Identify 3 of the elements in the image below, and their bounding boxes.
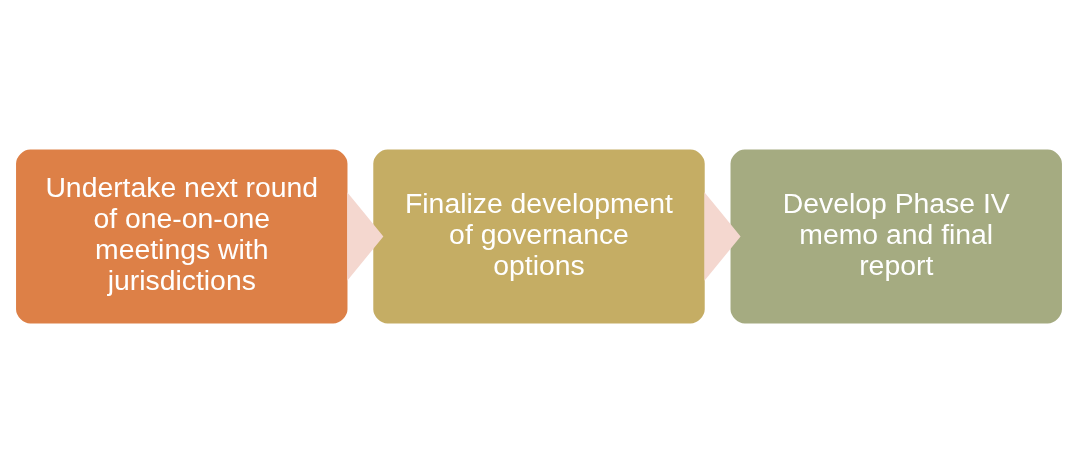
node-box: Finalize development of governance options [370, 146, 708, 326]
node-box: Develop Phase IV memo and final report [727, 146, 1065, 326]
node-box: Undertake next round of one-on-one meetings with jurisdictions [13, 146, 351, 326]
